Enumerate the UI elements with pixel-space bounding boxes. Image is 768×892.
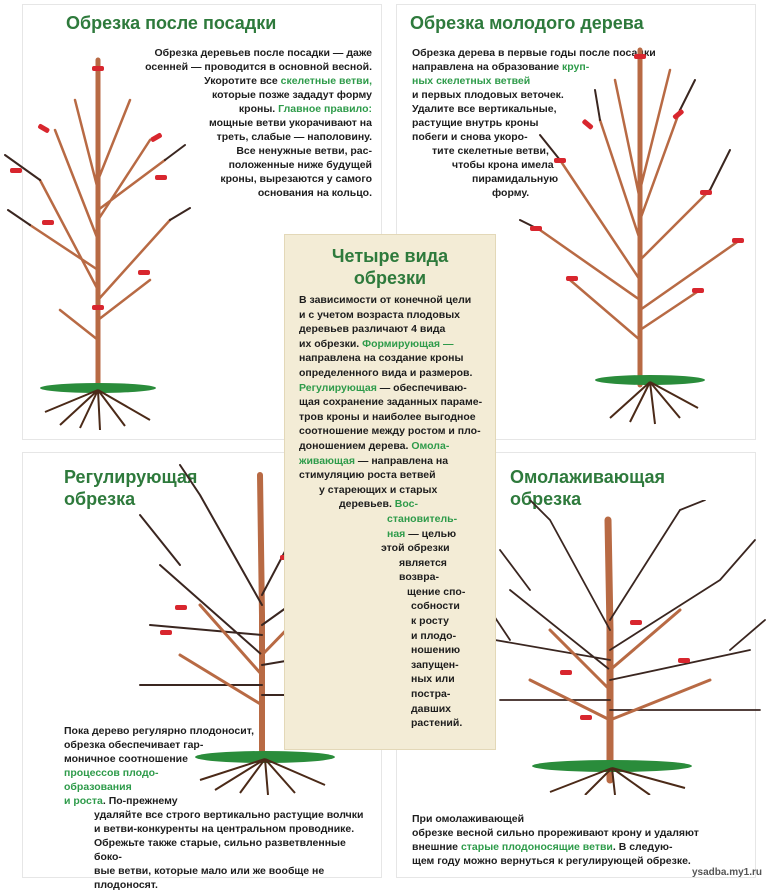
text-line: щение спо- [407,585,466,598]
text-line: вые ветви, которые мало или же вообще не… [94,865,325,891]
text-line: осенней — проводится в основной весной. [145,61,372,73]
panel2-title: Обрезка молодого дерева [410,13,644,33]
text-line: форму. [492,187,530,199]
text-line: пирамидальную [472,173,559,185]
text-line: доношением дерева. Омола- [299,439,450,452]
text-line: Обрезка деревьев после посадки — даже [154,47,372,59]
highlight-term: Омола- [411,439,450,452]
text-line: ных или [411,673,455,686]
text-line: чтобы крона имела [452,159,554,171]
text-line: Пока дерево регулярно плодоносит, [64,725,254,737]
text-line: щая сохранение заданных параме- [299,396,483,409]
text-line: этой обрезки [381,542,450,555]
pyramidal-tree-illustration [519,47,744,425]
watermark: ysadba.my1.ru [691,867,762,878]
text-line: Укоротите все скелетные ветви, [204,75,372,87]
text-line: и с учетом возраста плодовых [299,308,461,321]
text-line: мощные ветви укорачивают на [209,117,372,129]
text-line: Удалите все вертикальные, [412,103,557,115]
text-line: ная — целью [387,527,457,540]
highlight-term: Регулирующая [299,381,377,394]
highlight-term: Главное правило: [278,103,372,115]
panel1-text: Обрезка деревьев после посадки — даже осе… [120,46,372,200]
text-line: основания на кольцо. [257,187,372,199]
text-line: побеги и снова укоро- [412,131,528,143]
text-line: к росту [411,615,449,628]
text-line: их обрезки. Формирующая — [299,337,454,350]
text-line: соотношение между ростом и пло- [299,425,481,438]
center-text: В зависимости от конечной цели и с учетом… [299,293,491,731]
text-line: определенного вида и размеров. [299,366,473,379]
panel1-title: Обрезка после посадки [66,13,277,33]
text-line: давших [411,702,452,715]
text-line: тите скелетные ветви, [432,145,549,157]
highlight-term: становитель- [387,512,458,525]
text-line: щем году можно вернуться к регулирующей … [412,855,691,867]
text-line: удаляйте все строго вертикально растущие… [94,809,364,821]
text-line: и плодо- [411,629,457,642]
text-line: живающая — направлена на [299,454,449,467]
text-line: обрезка обеспечивает гар- [64,739,204,751]
text-line: кроны, вырезаются у самого [220,173,372,185]
text-line: процессов плодо- [64,766,374,780]
young-tree-illustration [4,57,191,430]
text-line: моничное соотношение [64,753,188,765]
text-line: Обрежьте также старые, сильно разветвлен… [94,837,346,863]
text-line: ных скелетных ветвей [412,74,672,88]
text-line: у стареющих и старых [319,483,438,496]
text-line: запущен- [411,658,459,671]
highlight-term: Вос- [394,498,418,511]
panel2-text: Обрезка дерева в первые годы после посад… [412,46,672,200]
panel4-text: При омолаживающей обрезке весной сильно п… [412,812,752,868]
text-line: деревьев. Вос- [339,498,418,511]
text-line: и роста. По-прежнему [64,795,178,807]
text-line: В зависимости от конечной цели [299,294,472,306]
text-line: треть, слабые — наполовину. [216,131,372,143]
highlight-term: процессов плодо- [64,767,159,779]
text-line: деревьев различают 4 вида [299,323,446,336]
highlight-term: скелетные ветви, [280,75,372,87]
text-line: растущие внутрь кроны [412,117,539,129]
highlight-term: старые плодоносящие ветви [460,841,613,853]
highlight-term: образования [64,781,132,793]
text-line: которые позже зададут форму [211,89,372,101]
highlight-term: круп- [562,61,590,73]
text-line: обрезке весной сильно прореживают крону … [412,827,699,839]
text-line: внешние старые плодоносящие ветви. В сле… [412,841,673,853]
text-line: собности [411,600,460,613]
text-line: При омолаживающей [412,813,525,825]
text-line: образования [64,780,374,794]
highlight-term: Формирующая — [362,337,454,350]
text-line: направлена на создание кроны [299,352,464,365]
text-line: постра- [411,688,451,701]
text-line: и ветви-конкуренты на центральном провод… [94,823,355,835]
text-line: тров кроны и наиболее выгодное [299,410,476,423]
highlight-term: ная [387,527,406,540]
text-line: и первых плодовых веточек. [412,89,564,101]
text-line: кроны. Главное правило: [238,103,372,115]
text-line: становитель- [299,512,491,527]
rejuvenating-tree-illustration [490,500,766,795]
text-line: стимуляцию роста ветвей [299,469,436,482]
text-line: Обрезка дерева в первые годы после посад… [412,47,656,59]
text-line: положенные ниже будущей [228,159,372,171]
highlight-term: живающая [299,454,355,467]
text-line: направлена на образование круп- [412,61,590,73]
text-line: является [399,556,447,569]
highlight-term: и роста [64,795,103,807]
text-line: Регулирующая — обеспечиваю- [299,381,467,394]
text-line: ношению [411,644,461,657]
text-line: Все ненужные ветви, рас- [236,145,372,157]
text-line: растений. [411,717,463,730]
highlight-term: ных скелетных ветвей [412,75,531,87]
text-line: возвра- [399,571,440,584]
